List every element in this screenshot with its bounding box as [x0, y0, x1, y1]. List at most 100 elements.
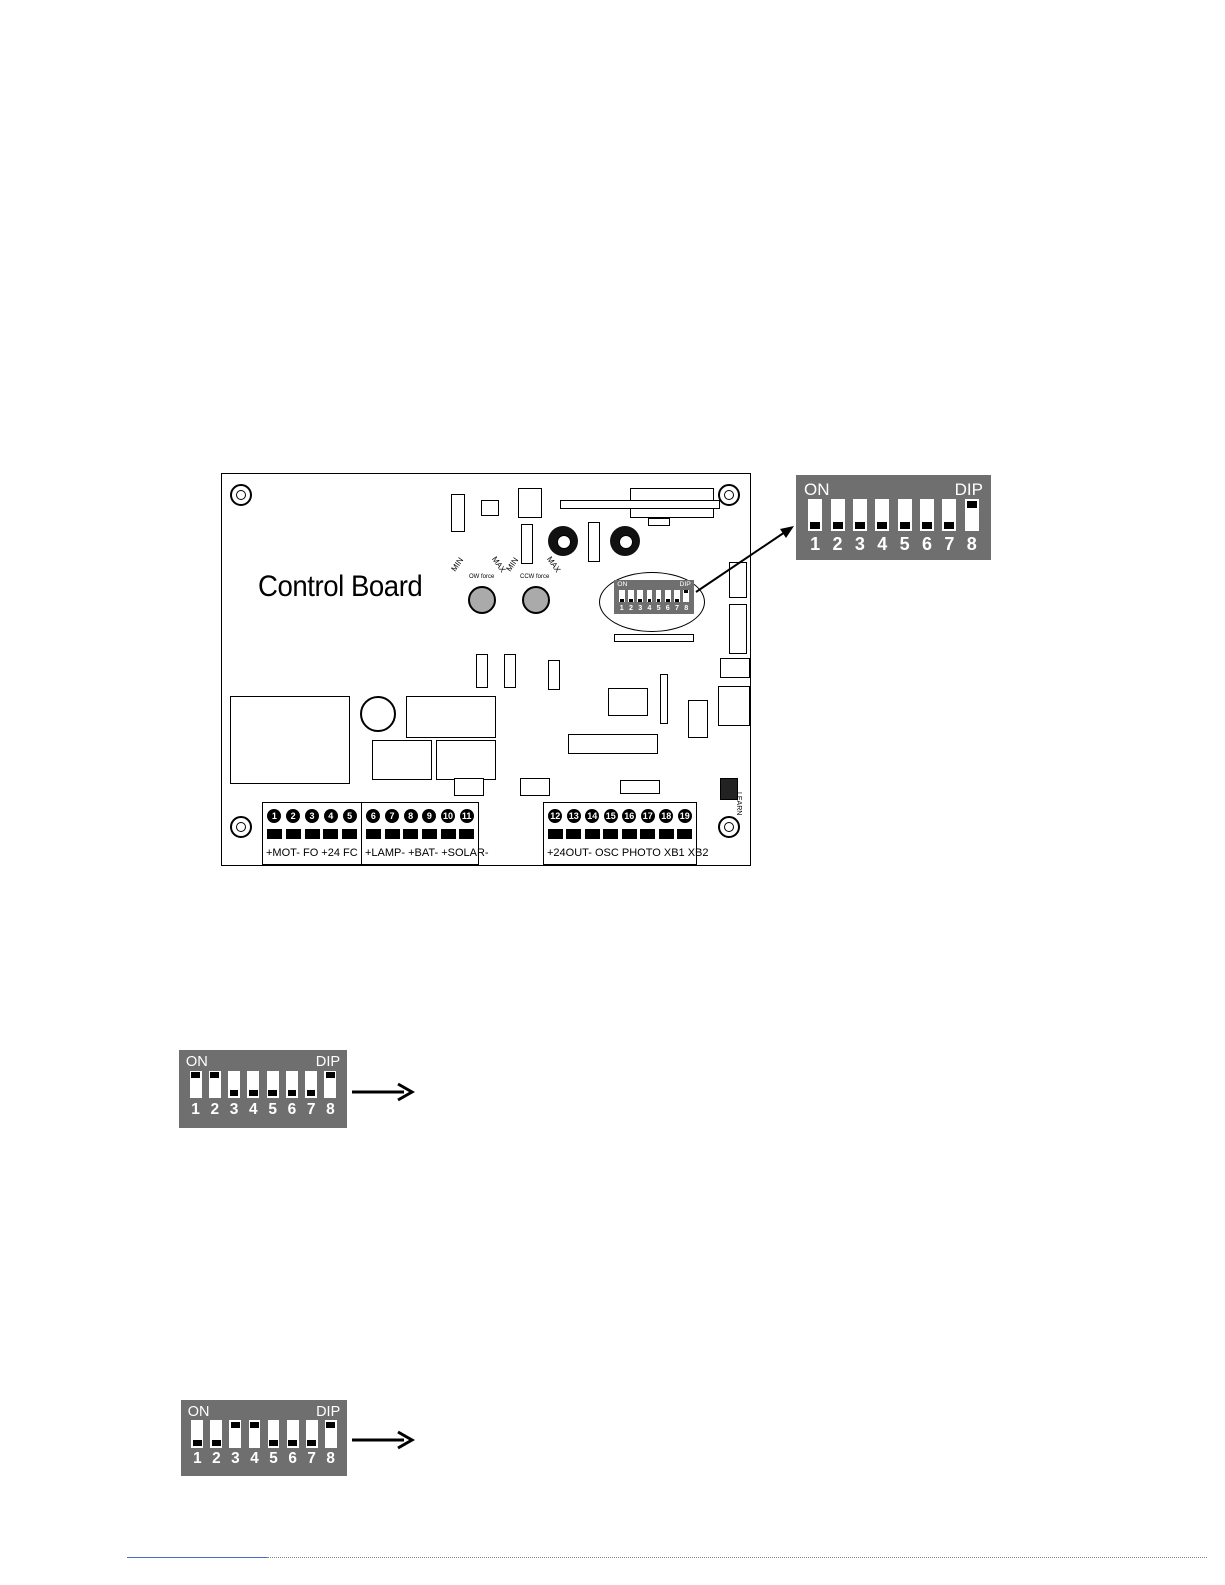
terminal-number-12: 12	[548, 809, 562, 823]
dip-switch-7	[305, 1071, 317, 1099]
dip-knob	[877, 522, 887, 529]
dip-knob	[675, 599, 679, 602]
terminal-number-5: 5	[343, 809, 357, 823]
transformer	[406, 696, 496, 738]
footer-link-line	[127, 1557, 267, 1558]
terminal-number-16: 16	[622, 809, 636, 823]
setting-a-arrow	[352, 1080, 416, 1104]
footer-dotted-line	[267, 1557, 1207, 1558]
dip-knob	[231, 1422, 240, 1428]
dip-number-6: 6	[283, 1451, 302, 1466]
relay	[372, 740, 432, 780]
terminal-number-15: 15	[604, 809, 618, 823]
terminal-screw	[286, 829, 301, 839]
dip-number-4: 4	[245, 1451, 264, 1466]
dip-number-3: 3	[226, 1451, 245, 1466]
terminal-number-19: 19	[678, 809, 692, 823]
dip-knob	[855, 522, 865, 529]
dip-switch-6	[665, 590, 671, 603]
dip-number-2: 2	[205, 1102, 224, 1117]
fuse	[520, 778, 550, 796]
terminal-number-1: 1	[267, 809, 281, 823]
dip-knob	[307, 1440, 316, 1446]
dip-number-1: 1	[804, 535, 826, 553]
mounting-hole-top-left	[230, 484, 252, 506]
dip-number-6: 6	[916, 535, 938, 553]
dip-knob	[922, 522, 932, 529]
learn-label: LEARN	[735, 792, 742, 815]
chip	[660, 674, 668, 724]
dip-switch-7	[306, 1420, 318, 1447]
terminal-group-label: +LAMP- +BAT- +SOLAR-	[365, 847, 489, 859]
dip-switch-3	[228, 1071, 240, 1099]
terminal-number-18: 18	[659, 809, 673, 823]
dip-number-3: 3	[224, 1102, 243, 1117]
pot-min-label: MIN	[504, 556, 520, 573]
dip-number-4: 4	[645, 604, 654, 611]
dip-switch-8	[324, 1071, 336, 1099]
relay-block	[230, 696, 350, 784]
dip-knob	[967, 501, 977, 508]
dip-switch-8	[683, 590, 689, 603]
terminal-screw	[267, 829, 282, 839]
mounting-hole-top-right	[718, 484, 740, 506]
terminal-screw	[422, 829, 437, 839]
dip-knob	[620, 599, 624, 602]
capacitor	[610, 526, 640, 556]
terminal-number-7: 7	[385, 809, 399, 823]
terminal-screw	[323, 829, 338, 839]
dip-knob	[288, 1440, 297, 1446]
dip-number-2: 2	[207, 1451, 226, 1466]
dip-switch-4	[249, 1420, 261, 1447]
dip-knob	[944, 522, 954, 529]
pot-name-label: OW force	[469, 574, 494, 580]
receiver-bar	[560, 500, 720, 509]
dip-knob	[288, 1090, 297, 1096]
dip-knob	[638, 599, 642, 602]
dip-switch-7	[674, 590, 680, 603]
pot-name-label: CCW force	[520, 574, 549, 580]
dip-knob	[648, 599, 652, 602]
dip-number-5: 5	[263, 1102, 282, 1117]
terminal-number-11: 11	[460, 809, 474, 823]
dip-switch-1	[190, 1071, 202, 1099]
terminal-screw	[385, 829, 400, 839]
pin-header	[568, 734, 658, 754]
dip-switch-2	[831, 499, 845, 531]
dip-knob	[193, 1440, 202, 1446]
terminal-number-6: 6	[366, 809, 380, 823]
terminal-number-13: 13	[567, 809, 581, 823]
terminal-screw	[640, 829, 655, 839]
dip-switch-8	[965, 499, 979, 531]
dip-switch-6	[287, 1420, 299, 1447]
terminal-number-9: 9	[422, 809, 436, 823]
terminal-screw	[366, 829, 381, 839]
dip-switch-8	[325, 1420, 337, 1447]
dip-switch-3	[229, 1420, 241, 1447]
terminal-screw	[403, 829, 418, 839]
dip-number-1: 1	[188, 1451, 207, 1466]
dip-on-label: ON	[617, 582, 627, 589]
dip-number-2: 2	[826, 535, 848, 553]
connector	[729, 604, 747, 654]
dip-switch-5	[656, 590, 662, 603]
dip-switch-4	[647, 590, 653, 603]
resistor	[451, 494, 465, 532]
chip	[504, 654, 516, 688]
dip-number-5: 5	[894, 535, 916, 553]
board-title: Control Board	[258, 570, 422, 604]
dip-dip-label: DIP	[955, 481, 983, 498]
setting-b-arrow	[352, 1428, 416, 1452]
dip-knob	[666, 599, 670, 602]
dip-knob	[230, 1090, 239, 1096]
terminal-number-3: 3	[305, 809, 319, 823]
dip-number-7: 7	[302, 1451, 321, 1466]
capacitor	[548, 526, 578, 556]
mounting-hole-bottom-left	[230, 816, 252, 838]
dip-number-5: 5	[654, 604, 663, 611]
fuse	[454, 778, 484, 796]
resistor	[648, 518, 670, 526]
terminal-number-4: 4	[324, 809, 338, 823]
